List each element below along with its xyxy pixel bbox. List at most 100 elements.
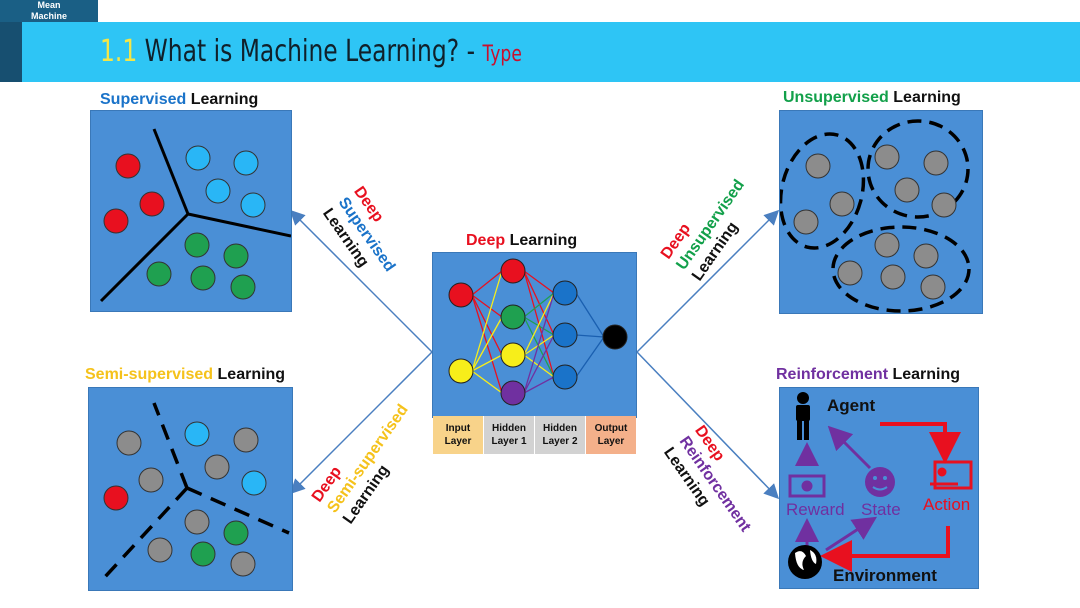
green-point: [190, 541, 216, 567]
network-edge: [523, 316, 555, 336]
semi-title-rest: Learning: [217, 366, 286, 383]
data-point: [920, 274, 946, 300]
deep-learning-panel: [432, 252, 637, 418]
network-edge: [471, 270, 503, 372]
network-node: [448, 282, 474, 308]
reinforcement-panel: Agent Reward State Action Environment: [779, 387, 979, 589]
network-edge: [575, 292, 605, 338]
unsupervised-title-colored: Unsupervised: [783, 89, 889, 106]
network-edge: [575, 336, 605, 378]
section-number: 1.1: [100, 34, 138, 69]
green-point: [223, 243, 249, 269]
supervised-title: Supervised Learning: [100, 90, 258, 110]
reward-label: Reward: [786, 500, 845, 519]
data-point: [829, 191, 855, 217]
title-banner: [22, 22, 1080, 82]
network-edge: [471, 294, 503, 318]
supervised-diagram: [99, 128, 291, 303]
deep-learning-title-rest: Learning: [509, 232, 578, 249]
data-point: [894, 177, 920, 203]
semi-supervised-diagram: [102, 402, 290, 580]
environment-to-state-arrow: [825, 516, 878, 552]
network-node: [602, 324, 628, 350]
green-point: [146, 261, 172, 287]
network-edge: [471, 270, 503, 296]
neural-network-diagram: [448, 258, 628, 406]
network-node: [500, 304, 526, 330]
title-subtitle: Type: [482, 42, 522, 67]
logo-line-1: Mean: [37, 0, 61, 10]
network-node: [448, 358, 474, 384]
state-to-agent-arrow: [827, 425, 872, 470]
unlabeled-point: [184, 509, 210, 535]
network-node: [552, 364, 578, 390]
boundary-line: [187, 212, 291, 238]
arrow-to-unsupervised: [636, 209, 780, 353]
blue-point: [205, 178, 231, 204]
blue-point: [233, 150, 259, 176]
environment-label: Environment: [833, 566, 937, 585]
boundary-line: [99, 212, 190, 303]
data-point: [923, 150, 949, 176]
network-edge: [471, 354, 503, 372]
supervised-title-colored: Supervised: [100, 91, 187, 108]
network-edge: [523, 376, 555, 394]
network-edge: [471, 370, 503, 394]
blue-point: [184, 421, 210, 447]
logo-side-bar: [0, 22, 22, 82]
semi-supervised-title: Semi-supervised Learning: [85, 365, 285, 385]
logo-line-2: Machine: [30, 11, 67, 21]
data-point: [913, 243, 939, 269]
agent-icon: [796, 392, 810, 440]
cluster-boundary: [831, 225, 971, 313]
environment-globe-icon: [788, 545, 822, 579]
unsupervised-panel: [779, 110, 983, 314]
arrow-to-reinforcement: [636, 351, 780, 500]
unsupervised-title: Unsupervised Learning: [783, 88, 961, 108]
network-edge: [523, 316, 555, 378]
network-node: [500, 380, 526, 406]
data-point: [874, 144, 900, 170]
network-node: [552, 280, 578, 306]
reward-icon: [788, 474, 826, 498]
boundary-line: [152, 128, 190, 215]
red-point: [103, 208, 129, 234]
network-edge: [471, 316, 503, 372]
unsupervised-diagram: [780, 119, 971, 313]
blue-point: [185, 145, 211, 171]
dashed-boundary-line: [102, 486, 189, 580]
unlabeled-point: [204, 454, 230, 480]
reinforcement-title: Reinforcement Learning: [776, 365, 960, 385]
cluster-boundary: [866, 119, 970, 219]
green-point: [223, 520, 249, 546]
network-node: [552, 322, 578, 348]
reinforcement-diagram: [788, 392, 973, 579]
supervised-panel: [90, 110, 292, 312]
network-node: [500, 342, 526, 368]
network-edge: [471, 294, 503, 356]
title-dash: -: [466, 34, 476, 69]
state-icon: [865, 467, 895, 497]
data-point: [880, 264, 906, 290]
blue-point: [241, 470, 267, 496]
unlabeled-point: [233, 427, 259, 453]
unlabeled-point: [116, 430, 142, 456]
network-edge: [575, 334, 605, 338]
red-point: [115, 153, 141, 179]
green-point: [184, 232, 210, 258]
network-edge: [523, 270, 555, 294]
page-title: 1.1 What is Machine Learning? - Type: [100, 32, 522, 75]
unsupervised-title-rest: Learning: [893, 89, 961, 106]
network-edge: [523, 270, 555, 336]
agent-label: Agent: [827, 396, 876, 415]
state-label: State: [861, 500, 901, 519]
green-point: [190, 265, 216, 291]
data-point: [793, 209, 819, 235]
